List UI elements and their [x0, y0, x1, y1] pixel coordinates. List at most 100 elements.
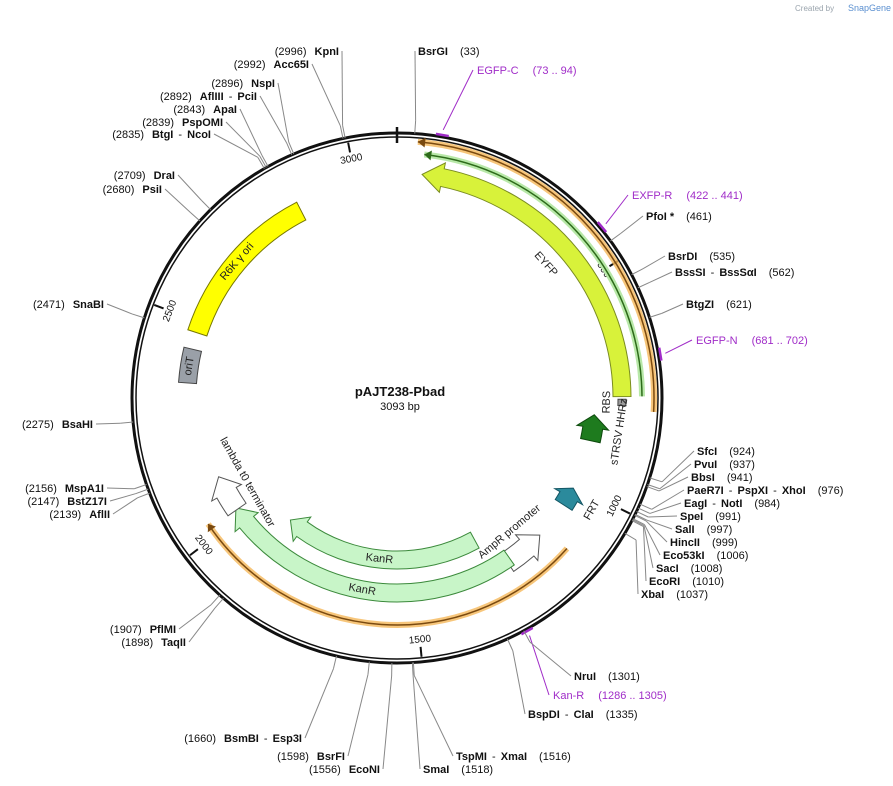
site-label: (1660)BsmBI - Esp3I [184, 733, 302, 745]
site-tick [639, 503, 652, 510]
site-label: HincII(999) [670, 537, 738, 549]
feature-lambda-t0-terminator [210, 476, 247, 517]
site-label: (1556)EcoNI [309, 764, 380, 776]
site-label: BsrGI(33) [418, 46, 480, 58]
site-leader [659, 463, 692, 490]
tick-label: 3000 [339, 152, 363, 167]
site-tick [332, 655, 337, 669]
site-leader [109, 493, 137, 502]
site-label: BspDI - ClaI(1335) [528, 709, 638, 721]
site-leader [277, 82, 290, 143]
site-tick [137, 492, 150, 499]
site-label: XbaI(1037) [641, 589, 708, 601]
feature-kanr [289, 516, 480, 570]
site-tick [649, 477, 663, 483]
site-tick [367, 661, 370, 675]
feature-r6k-ori [187, 201, 307, 337]
site-tick [637, 281, 651, 289]
site-leader [106, 303, 133, 315]
feature-label: KanR [348, 581, 377, 598]
feature-strsv-hhrz [575, 414, 610, 444]
site-tick [636, 510, 649, 518]
primer-bar [520, 626, 534, 636]
site-tick [134, 484, 147, 490]
orange-arc-arrowhead [417, 137, 426, 148]
site-tick [411, 662, 414, 676]
site-tick [210, 594, 221, 606]
site-tick [631, 520, 644, 528]
site-leader [213, 133, 259, 158]
site-label: (2896)NspI [211, 78, 275, 90]
site-tick [506, 638, 514, 651]
site-label: (2996)KpnI [275, 46, 339, 58]
site-leader [661, 450, 695, 483]
site-label: PaeR7I - PspXI - XhoI(976) [687, 485, 843, 497]
orange-arc-line [207, 523, 568, 626]
site-leader [188, 607, 216, 643]
feature-label: KanR [365, 551, 394, 566]
site-tick [647, 484, 660, 490]
site-leader [304, 668, 334, 739]
credit-created-by: Created by [795, 4, 834, 13]
site-label: SpeI(991) [680, 511, 741, 523]
site-tick [201, 200, 211, 210]
site-label: BssSI - BssSαI(562) [675, 267, 794, 279]
feature-label: FRT [582, 498, 603, 523]
site-leader [649, 502, 682, 514]
site-leader [259, 95, 288, 144]
site-leader [112, 497, 138, 515]
primer-bar [435, 132, 449, 138]
tick-mark [620, 508, 631, 515]
green-arc-arrowhead [424, 150, 432, 161]
site-leader [412, 675, 421, 770]
site-leader [651, 489, 685, 510]
site-tick [632, 519, 645, 527]
site-tick [414, 120, 417, 134]
site-leader [620, 215, 644, 234]
feature-orit [178, 346, 203, 385]
feature-frt [553, 487, 584, 511]
feature-eyfp [421, 162, 632, 398]
site-leader [646, 519, 673, 530]
primer-label: Kan-R(1286 .. 1305) [553, 690, 667, 702]
site-label: (2147)BstZ17I [27, 496, 107, 508]
site-label: PvuI(937) [694, 459, 755, 471]
site-label: SalI(997) [675, 524, 732, 536]
site-label: (2992)Acc65I [234, 59, 309, 71]
green-arc-line [424, 153, 643, 397]
site-label: (2839)PspOMI [142, 117, 223, 129]
site-tick [339, 125, 344, 139]
orange-arc-arrowhead [207, 524, 216, 533]
site-leader [648, 515, 678, 518]
site-label: BbsI(941) [691, 472, 753, 484]
site-label: EcoRI(1010) [649, 576, 724, 588]
site-label: (2680)PsiI [103, 184, 162, 196]
site-label: (2139)AflII [49, 509, 110, 521]
site-label: TspMI - XmaI(1516) [456, 751, 571, 763]
site-label: (1598)BsrFI [277, 751, 345, 763]
site-tick [259, 155, 267, 168]
orange-arc-line [417, 141, 655, 412]
site-tick [120, 421, 134, 424]
plasmid-name: pAJT238-Pbad [355, 384, 445, 399]
feature-label: EYFP [532, 249, 560, 278]
site-leader [644, 524, 661, 556]
site-label: (1907)PflMI [110, 624, 176, 636]
tick-mark [347, 142, 352, 153]
site-label: SacI(1008) [656, 563, 722, 575]
site-leader [635, 539, 639, 595]
primer-bar [657, 347, 663, 361]
primer-leader [665, 339, 693, 354]
tick-label: 2000 [192, 533, 214, 558]
site-leader [341, 50, 344, 126]
primer-leader [529, 635, 550, 696]
primer-leader [442, 69, 474, 131]
site-tick [523, 630, 531, 643]
site-tick [189, 211, 201, 222]
site-tick [649, 312, 662, 318]
site-label: (2471)SnaBI [33, 299, 104, 311]
feature-label: RBS [601, 391, 613, 414]
tick-mark [189, 548, 199, 557]
site-leader [414, 50, 417, 121]
